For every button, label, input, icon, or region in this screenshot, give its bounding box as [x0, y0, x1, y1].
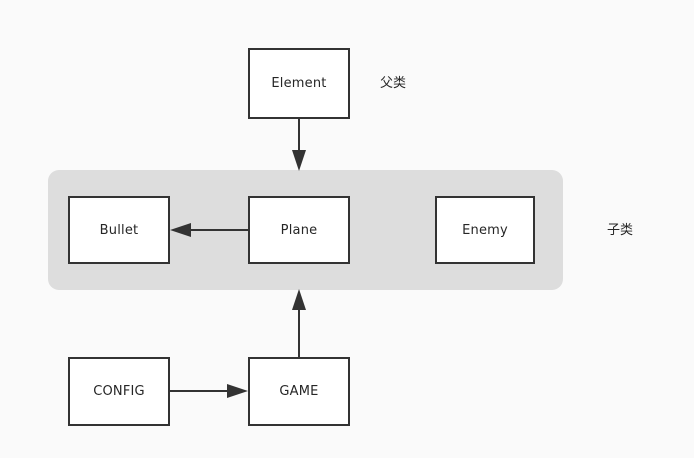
node-element-label: Element	[271, 76, 327, 91]
node-enemy-label: Enemy	[462, 222, 508, 238]
edge-game-to-plane	[292, 289, 306, 357]
node-game[interactable]: GAME	[248, 357, 350, 426]
node-enemy[interactable]: Enemy	[435, 196, 535, 264]
child-class-label: 子类	[607, 223, 634, 238]
parent-class-label: 父类	[380, 76, 407, 91]
edge-config-to-game	[170, 384, 248, 398]
node-plane[interactable]: Plane	[248, 196, 350, 264]
edge-element-to-plane	[292, 119, 306, 171]
node-plane-label: Plane	[280, 222, 318, 238]
node-config[interactable]: CONFIG	[68, 357, 170, 426]
node-config-label: CONFIG	[93, 384, 145, 399]
node-bullet-label: Bullet	[99, 222, 139, 238]
node-game-label: GAME	[279, 384, 319, 399]
node-bullet[interactable]: Bullet	[68, 196, 170, 264]
node-element[interactable]: Element	[248, 48, 350, 119]
